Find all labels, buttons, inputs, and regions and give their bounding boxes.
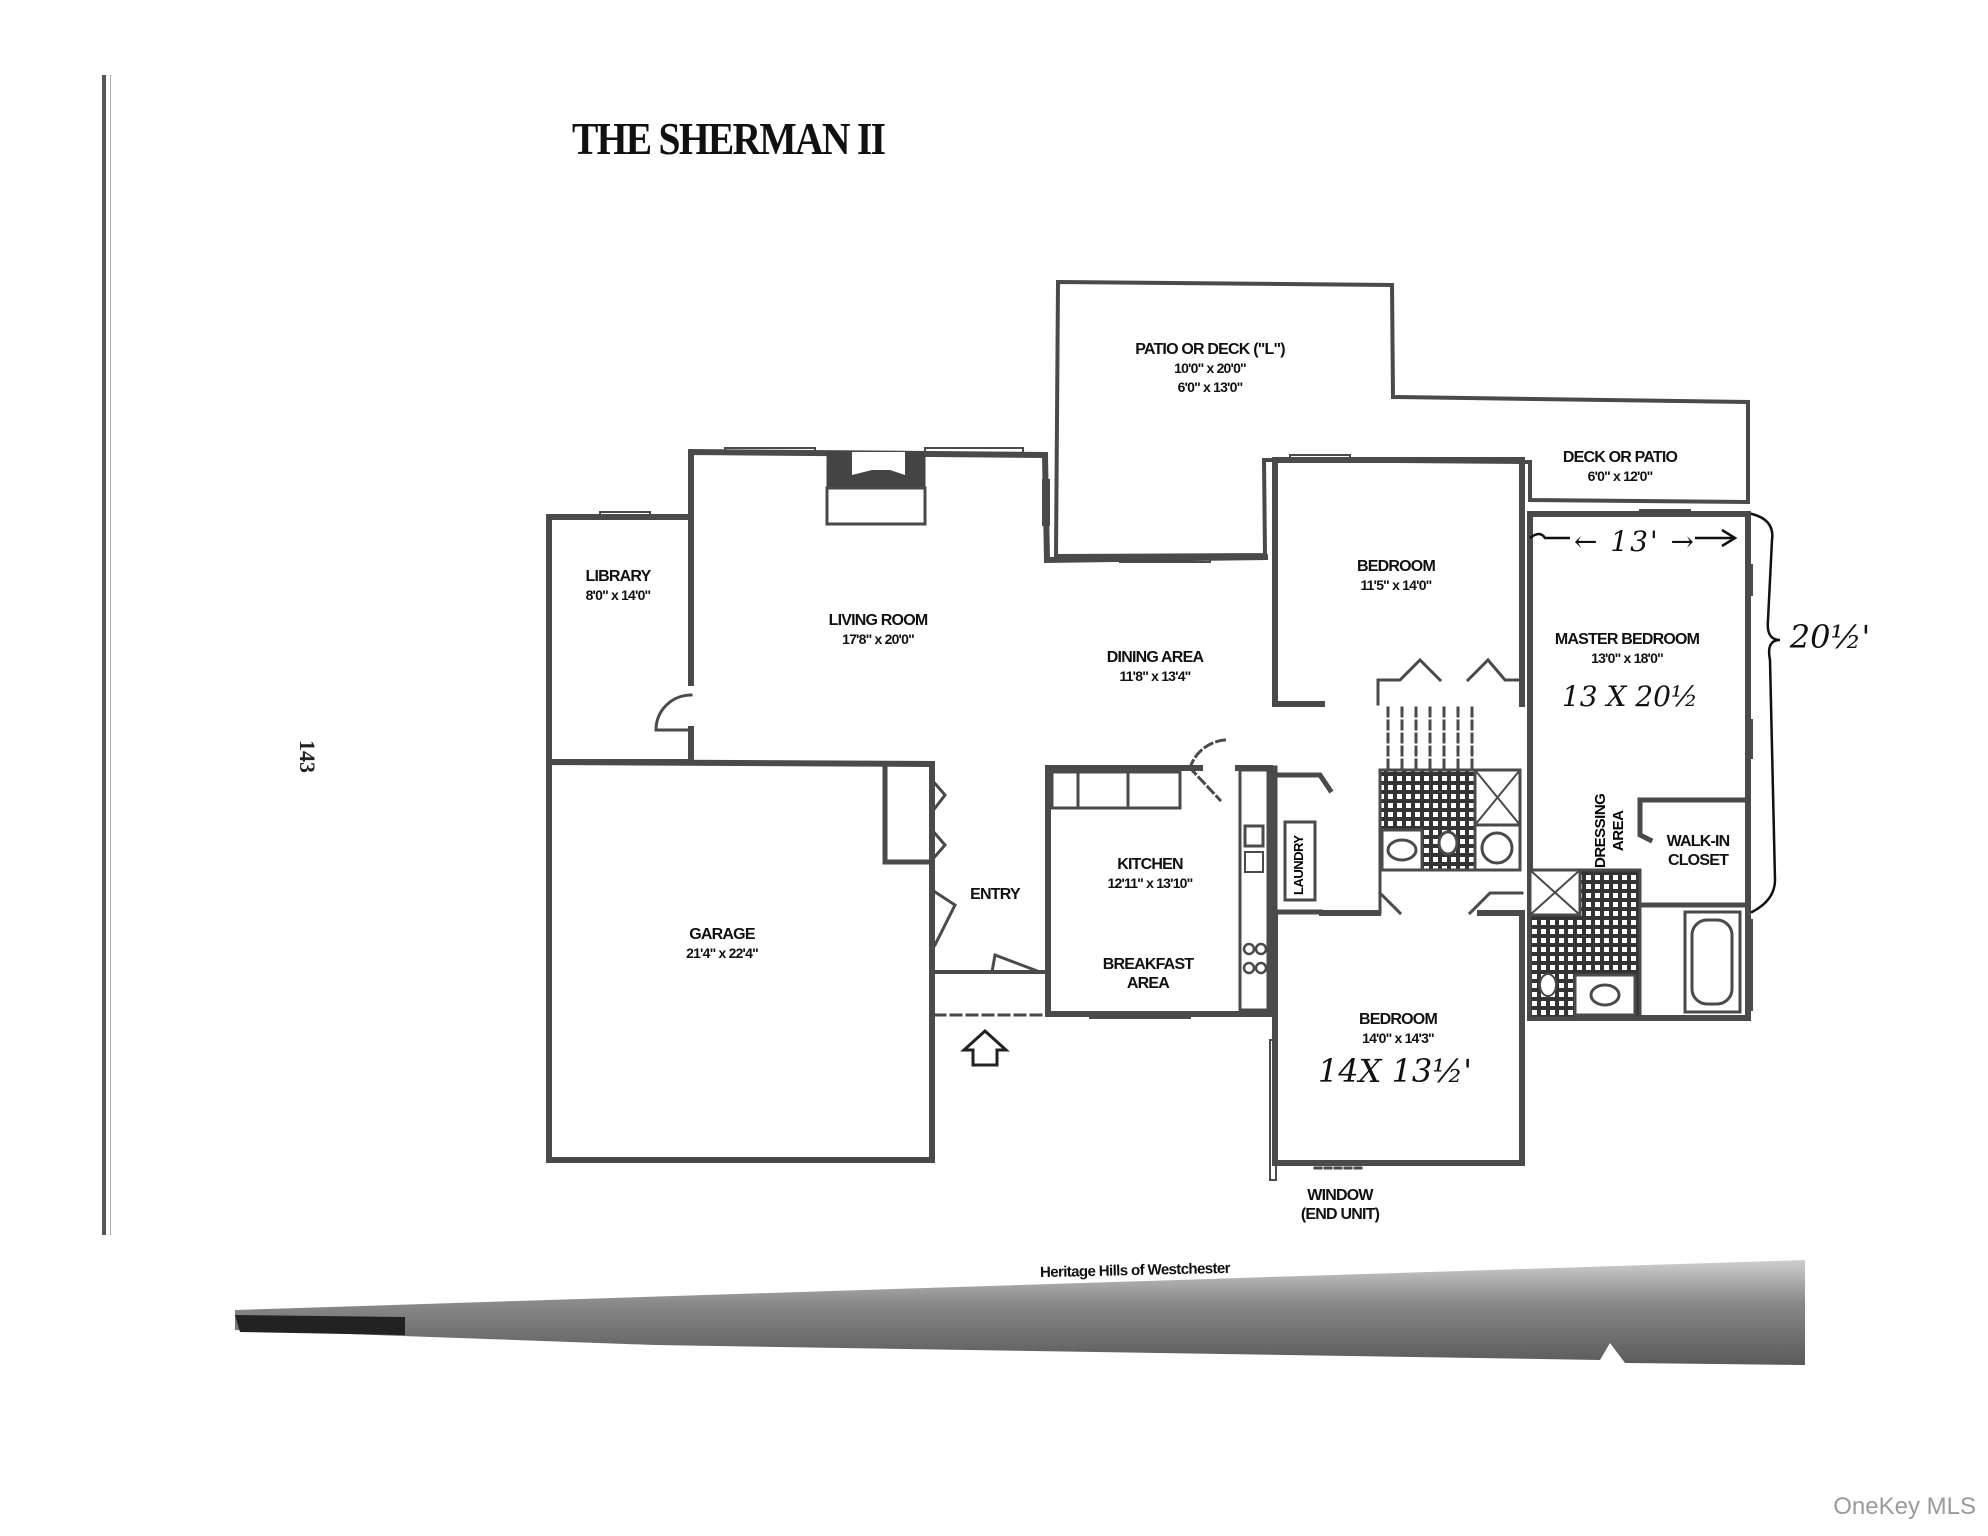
master-closet-wall	[1637, 797, 1751, 908]
handwritten-arrow-left	[1529, 532, 1570, 540]
kitchen-dim: 12'11" x 13'10"	[1107, 875, 1193, 891]
master-bathtub	[1683, 910, 1742, 1014]
scan-artifact-band	[235, 1260, 1805, 1365]
laundry-unit	[1283, 820, 1317, 902]
dining-name: DINING AREA	[1106, 649, 1204, 666]
kitchen-walls	[1045, 765, 1273, 1017]
garage-closet	[882, 763, 935, 865]
handwritten-arrow-right	[1695, 528, 1738, 548]
closet-line1: WALK-IN	[1666, 833, 1731, 850]
kitchen-counter	[1050, 770, 1182, 810]
label-breakfast-area: BREAKFAST AREA	[1103, 955, 1194, 993]
living-room-walls	[688, 448, 1269, 763]
scan-edge-line-dotted	[110, 75, 111, 1235]
hall-bath-sink	[1386, 838, 1418, 862]
closet-line2: CLOSET	[1667, 852, 1729, 869]
patio-dim-1: 10'0" x 20'0"	[1174, 360, 1247, 376]
sink	[1243, 824, 1265, 848]
patio-dim-2: 6'0" x 13'0"	[1177, 379, 1244, 395]
label-garage: GARAGE 21'4" x 22'4"	[686, 925, 759, 963]
windows	[599, 447, 1753, 1181]
library-door-swing	[654, 693, 693, 732]
library-walls	[546, 514, 694, 765]
bedroom2-name: BEDROOM	[1359, 1011, 1438, 1028]
handwritten-bedroom2-dim: 14X 13½'	[1317, 1052, 1473, 1090]
entry-door	[929, 887, 957, 948]
kitchen-door-swing	[1187, 738, 1227, 803]
living-room-dim: 17'8" x 20'0"	[842, 631, 915, 647]
kitchen-name: KITCHEN	[1117, 856, 1183, 873]
bedroom2-closet	[1377, 868, 1524, 916]
bedroom1-closet	[1376, 657, 1524, 706]
bedroom1-dim: 11'5" x 14'0"	[1360, 577, 1432, 593]
bedroom1-walls	[1272, 457, 1525, 707]
label-bedroom-2: BEDROOM 14'0" x 14'3"	[1359, 1010, 1438, 1048]
handwritten-master-dim: 13 X 20½	[1561, 680, 1699, 713]
window-line2: (END UNIT)	[1300, 1206, 1380, 1223]
hall-bath-toilet	[1437, 830, 1459, 856]
hall-closet-dashes	[1386, 706, 1474, 770]
living-room-name: LIVING ROOM	[828, 612, 929, 629]
window-line1: WINDOW	[1307, 1187, 1373, 1204]
master-name: MASTER BEDROOM	[1554, 631, 1700, 648]
handwritten-13ft: ← 13' →	[1573, 525, 1697, 558]
entry-arrow-icon	[960, 1028, 1010, 1067]
master-bath-sink	[1589, 983, 1621, 1007]
garage-dim: 21'4" x 22'4"	[686, 945, 759, 961]
library-name: LIBRARY	[585, 568, 652, 585]
label-dressing-area: DRESSING AREA	[1592, 794, 1628, 868]
library-dim: 8'0" x 14'0"	[585, 587, 652, 603]
plan-title: THE SHERMAN II	[572, 113, 886, 164]
scan-edge-line	[102, 75, 106, 1235]
dimension-brace	[1750, 512, 1781, 914]
deck-name: DECK OR PATIO	[1562, 449, 1678, 466]
label-window-end-unit: WINDOW (END UNIT)	[1300, 1186, 1380, 1224]
label-walk-in-closet: WALK-IN CLOSET	[1666, 832, 1731, 870]
garage-walls	[546, 758, 935, 1163]
master-walls	[1527, 511, 1751, 1021]
label-laundry: LAUNDRY	[1291, 835, 1306, 895]
label-library: LIBRARY 8'0" x 14'0"	[585, 567, 652, 605]
bedroom1-name: BEDROOM	[1357, 558, 1436, 575]
garage-name: GARAGE	[689, 926, 755, 943]
label-master-bedroom: MASTER BEDROOM 13'0" x 18'0"	[1554, 630, 1700, 668]
stove-burners	[1242, 942, 1268, 975]
label-bedroom-1: BEDROOM 11'5" x 14'0"	[1357, 557, 1436, 595]
dressing-line1: DRESSING	[1592, 793, 1609, 868]
handwritten-20-half-ft: 20½'	[1789, 618, 1871, 656]
dressing-line2: AREA	[1610, 810, 1627, 852]
bedroom2-dim: 14'0" x 14'3"	[1362, 1030, 1435, 1046]
breakfast-line2: AREA	[1126, 975, 1170, 992]
label-patio-l: PATIO OR DECK ("L") 10'0" x 20'0" 6'0" x…	[1135, 340, 1285, 397]
label-deck-patio: DECK OR PATIO 6'0" x 12'0"	[1562, 448, 1678, 486]
label-living-room: LIVING ROOM 17'8" x 20'0"	[828, 611, 929, 649]
label-kitchen: KITCHEN 12'11" x 13'10"	[1107, 855, 1193, 893]
label-entry: ENTRY	[970, 886, 1020, 903]
entry-door-2	[990, 952, 1041, 974]
master-bath-toilet	[1539, 973, 1557, 997]
dining-dim: 11'8" x 13'4"	[1119, 668, 1191, 684]
deck-dim: 6'0" x 12'0"	[1587, 468, 1654, 484]
breakfast-line1: BREAKFAST	[1102, 956, 1194, 973]
mls-watermark: OneKey MLS	[1833, 1493, 1976, 1520]
kitchen-appliance-counter	[1238, 768, 1270, 1012]
master-dim: 13'0" x 18'0"	[1591, 650, 1664, 666]
patio-name: PATIO OR DECK ("L")	[1135, 341, 1285, 358]
label-dining-area: DINING AREA 11'8" x 13'4"	[1106, 648, 1204, 686]
